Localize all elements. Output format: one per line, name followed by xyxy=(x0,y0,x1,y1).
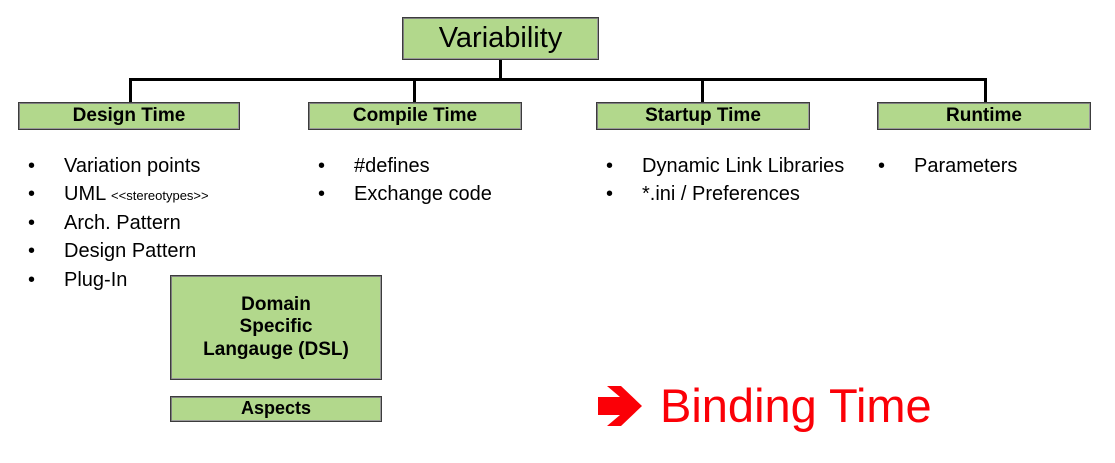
list-item-text: Variation points xyxy=(64,155,201,177)
node-startup-time: Startup Time xyxy=(596,102,810,130)
bullet-list-design-time: • Variation points • UML <<stereotypes>>… xyxy=(22,152,292,294)
list-item-text: *.ini / Preferences xyxy=(642,183,800,206)
list-item-text: UML xyxy=(64,183,112,206)
bullet-list-startup-time: • Dynamic Link Libraries • *.ini / Prefe… xyxy=(600,152,870,209)
node-aspects: Aspects xyxy=(170,396,382,422)
bullet-dot-icon: • xyxy=(318,183,326,206)
list-item-text: Parameters xyxy=(914,155,1018,177)
node-design-time-label: Design Time xyxy=(72,104,186,126)
list-item-note: <<stereotypes>> xyxy=(111,188,209,204)
node-startup-time-label: Startup Time xyxy=(645,104,761,126)
list-item: • Dynamic Link Libraries xyxy=(600,152,870,180)
node-variability-label: Variability xyxy=(438,22,563,55)
node-runtime-label: Runtime xyxy=(946,104,1022,126)
list-item: • #defines xyxy=(312,152,552,180)
node-dsl-line-1: Domain xyxy=(241,293,311,315)
list-item: • Exchange code xyxy=(312,180,552,208)
branch-crossbar-connector xyxy=(129,78,987,81)
bullet-dot-icon: • xyxy=(28,211,36,234)
bullet-list-compile-time: • #defines • Exchange code xyxy=(312,152,552,209)
node-dsl-line-3: Langauge (DSL) xyxy=(203,338,349,360)
list-item: • Design Pattern xyxy=(22,237,292,265)
list-item-text: Dynamic Link Libraries xyxy=(642,155,845,177)
list-item-text: Exchange code xyxy=(354,183,492,206)
bullet-list-runtime: • Parameters xyxy=(872,152,1102,180)
bullet-dot-icon: • xyxy=(28,183,36,206)
bullet-dot-icon: • xyxy=(28,240,36,263)
root-stem-connector xyxy=(499,60,502,81)
bullet-dot-icon: • xyxy=(28,155,36,177)
node-compile-time: Compile Time xyxy=(308,102,522,130)
binding-time-callout: Binding Time xyxy=(596,382,932,429)
bullet-dot-icon: • xyxy=(606,155,614,177)
list-item-text: Plug-In xyxy=(64,268,128,291)
node-runtime: Runtime xyxy=(877,102,1091,130)
list-item-text: #defines xyxy=(354,155,430,177)
node-domain-specific-language: Domain Specific Langauge (DSL) xyxy=(170,275,382,380)
list-item: • Parameters xyxy=(872,152,1102,180)
bullet-dot-icon: • xyxy=(878,155,886,177)
drop-connector-design-time xyxy=(129,78,132,103)
list-item: • Plug-In xyxy=(22,266,292,294)
node-dsl-label-wrap: Domain Specific Langauge (DSL) xyxy=(203,294,349,361)
drop-connector-compile-time xyxy=(413,78,416,103)
list-item-text: Arch. Pattern xyxy=(64,211,181,234)
node-aspects-label: Aspects xyxy=(240,398,312,419)
list-item: • Arch. Pattern xyxy=(22,209,292,237)
bullet-dot-icon: • xyxy=(606,183,614,206)
bullet-dot-icon: • xyxy=(318,155,326,177)
drop-connector-startup-time xyxy=(701,78,704,103)
list-item-text: Design Pattern xyxy=(64,240,197,263)
list-item: • Variation points xyxy=(22,152,292,180)
node-variability: Variability xyxy=(402,17,599,60)
node-compile-time-label: Compile Time xyxy=(352,104,478,126)
node-dsl-line-2: Specific xyxy=(239,316,313,338)
list-item: • *.ini / Preferences xyxy=(600,180,870,208)
drop-connector-runtime xyxy=(984,78,987,103)
right-arrow-icon xyxy=(598,385,642,426)
bullet-dot-icon: • xyxy=(28,268,36,291)
list-item: • UML <<stereotypes>> xyxy=(22,180,292,208)
binding-time-label: Binding Time xyxy=(660,379,932,432)
node-design-time: Design Time xyxy=(18,102,240,130)
